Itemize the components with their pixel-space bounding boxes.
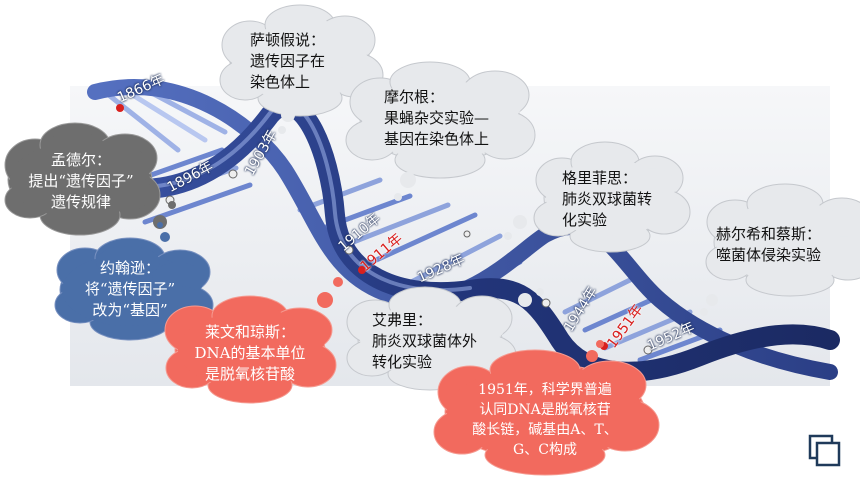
cloud-levene (164, 277, 343, 404)
mendel-line3: 遗传规律 (50, 193, 111, 211)
avery-line3: 转化实验 (372, 353, 433, 371)
hershey-line2: 噬菌体侵染实验 (716, 246, 822, 264)
cloud-griffith-text: 格里菲思： 肺炎双球菌转 化实验 (562, 168, 672, 231)
morgan-line3: 基因在染色体上 (384, 130, 490, 148)
cloud-avery (346, 286, 544, 391)
cloud-levene-text: 莱文和琼斯： DNA的基本单位 是脱氧核苷酸 (187, 322, 313, 385)
sutton-line2: 遗传因子在 (250, 52, 326, 70)
levene-line3: 是脱氧核苷酸 (204, 365, 295, 383)
avery-line2: 肺炎双球菌体外 (372, 332, 478, 350)
dna1951-line1: 1951年，科学界普遍 (478, 382, 612, 398)
cloud-johannsen (54, 222, 214, 341)
avery-line1: 艾弗里： (372, 311, 433, 329)
dna1951-line4: G、C构成 (513, 442, 577, 458)
johannsen-line1: 约翰逊： (99, 259, 160, 277)
griffith-line3: 化实验 (562, 211, 608, 229)
mendel-line2: 提出“遗传因子” (28, 172, 134, 190)
cloud-hershey (700, 183, 860, 316)
johannsen-line2: 将“遗传因子” (84, 280, 176, 298)
cloud-johannsen-text: 约翰逊： 将“遗传因子” 改为“基因” (70, 258, 190, 321)
griffith-line1: 格里菲思： (562, 169, 638, 187)
cloud-mendel (4, 122, 176, 236)
cloud-hershey-text: 赫尔希和蔡斯： 噬菌体侵染实验 (716, 224, 854, 266)
levene-line1: 莱文和琼斯： (204, 323, 295, 341)
levene-line2: DNA的基本单位 (194, 344, 306, 362)
sutton-line3: 染色体上 (250, 73, 311, 91)
cloud-dna-1951 (433, 340, 660, 476)
cloud-griffith (504, 141, 691, 253)
dna1951-line2: 认同DNA是脱氧核苷 (479, 402, 611, 418)
cloud-morgan (345, 61, 536, 201)
morgan-line1: 摩尔根： (384, 88, 445, 106)
johannsen-line3: 改为“基因” (92, 301, 168, 319)
cloud-morgan-text: 摩尔根： 果蝇杂交实验— 基因在染色体上 (384, 87, 514, 150)
helix-highlight (98, 101, 472, 293)
hershey-line1: 赫尔希和蔡斯： (716, 225, 822, 243)
cloud-avery-text: 艾弗里： 肺炎双球菌体外 转化实验 (372, 310, 496, 373)
griffith-line2: 肺炎双球菌转 (562, 190, 653, 208)
mendel-line1: 孟德尔： (50, 151, 111, 169)
morgan-line2: 果蝇杂交实验— (384, 109, 490, 127)
slide-nav-icon[interactable] (808, 434, 842, 468)
cloud-dna-1951-text: 1951年，科学界普遍 认同DNA是脱氧核苷 酸长链，碱基由A、T、 G、C构成 (450, 380, 640, 460)
dna1951-line3: 酸长链，碱基由A、T、 (472, 422, 618, 438)
cloud-mendel-text: 孟德尔： 提出“遗传因子” 遗传规律 (16, 150, 146, 213)
sutton-line1: 萨顿假说： (250, 31, 326, 49)
cloud-sutton-text: 萨顿假说： 遗传因子在 染色体上 (250, 30, 350, 93)
